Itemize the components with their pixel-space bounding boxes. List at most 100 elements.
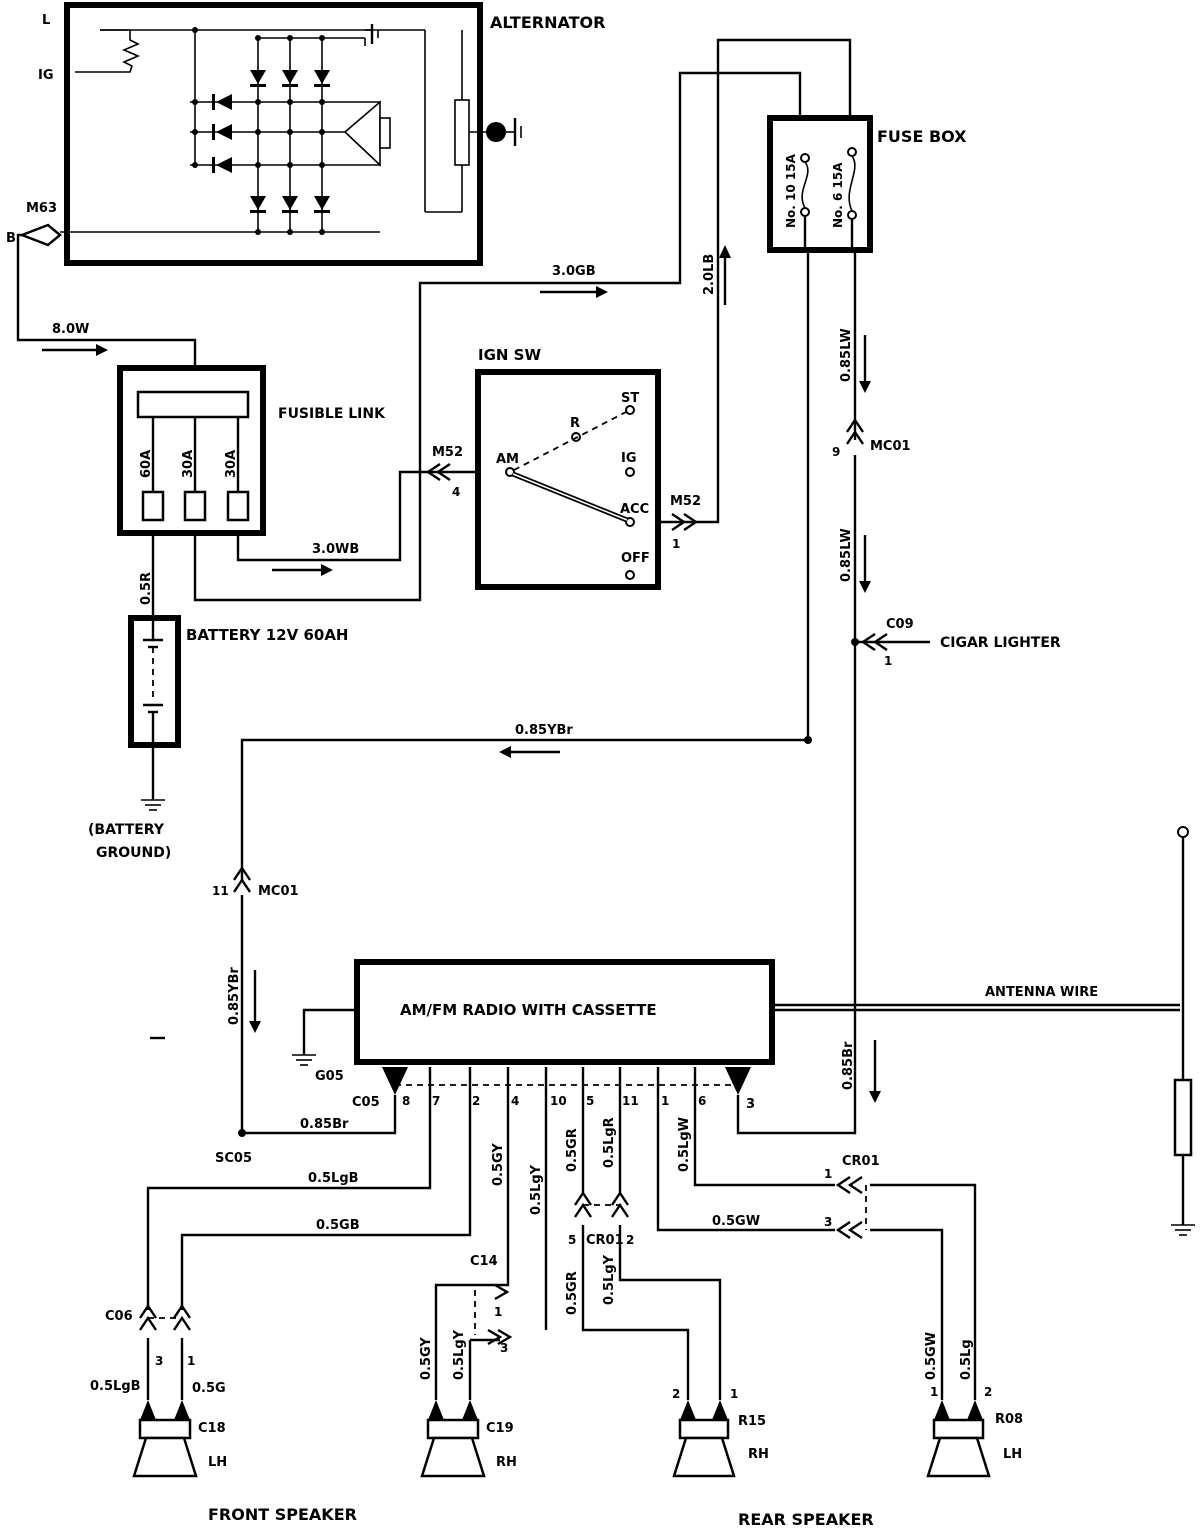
wire-0-5gy-a-label: 0.5GY — [491, 1143, 506, 1186]
wire-3-0wb-label: 3.0WB — [312, 542, 359, 557]
wire-0-5lgw-label: 0.5LgW — [677, 1117, 692, 1172]
r15-label: R15 — [738, 1414, 766, 1429]
link-30a-label-1: 30A — [181, 450, 196, 478]
wire-0-85ybr-h-label: 0.85YBr — [515, 723, 573, 738]
ign-sw-st-label: ST — [621, 391, 639, 406]
m52-b-label: M52 — [670, 494, 701, 509]
radio: AM/FM RADIO WITH CASSETTE G05 C05 SC05 — [215, 959, 775, 1166]
r15-pin-1: 1 — [730, 1387, 738, 1401]
wire-0-5gb-h-label: 0.5GB — [316, 1218, 360, 1233]
battery-ground-label-1: (BATTERY — [88, 822, 165, 838]
radio-ground-g05-icon — [292, 1054, 316, 1066]
fusible-link-title: FUSIBLE LINK — [278, 406, 386, 422]
speaker-r15 — [672, 1400, 736, 1478]
ign-sw-am-label: AM — [496, 452, 519, 467]
wire-0-85br-v-label: 0.85Br — [841, 1041, 856, 1090]
wire-0-5lgy-a-label: 0.5LgY — [529, 1164, 544, 1215]
m52-b-pin: 1 — [672, 537, 680, 551]
wire-0-5lgy-b-label: 0.5LgY — [452, 1329, 467, 1380]
cr01-b-pin-2: 2 — [626, 1233, 634, 1247]
mc01-connector-icons — [233, 417, 888, 893]
wire-0-5lgb-v-label: 0.5LgB — [90, 1379, 141, 1394]
wire-0-5g-v-label: 0.5G — [192, 1381, 226, 1396]
wire-8-0w-label: 8.0W — [52, 322, 89, 337]
alternator: ALTERNATOR L IG M63 B — [6, 2, 605, 266]
battery-box — [128, 615, 181, 748]
radio-connector-c05-icon — [382, 1067, 751, 1095]
m52-a-pin: 4 — [452, 485, 460, 499]
r08-pin-2: 2 — [984, 1385, 992, 1399]
battery-ground-label-2: GROUND) — [96, 845, 171, 861]
speaker-r08 — [926, 1400, 991, 1478]
wire-0-5lgy-c-label: 0.5LgY — [602, 1254, 617, 1305]
connector-m63-icon — [18, 223, 62, 247]
fuse-box-title: FUSE BOX — [877, 127, 967, 146]
radio-pin-1: 1 — [661, 1094, 669, 1108]
direction-arrows — [42, 245, 881, 1103]
alternator-box — [64, 2, 483, 266]
connector-m63-label: M63 — [26, 201, 57, 216]
g05-label: G05 — [315, 1069, 344, 1084]
alternator-junctions — [192, 27, 325, 235]
cr01-a-label: CR01 — [842, 1154, 880, 1169]
sc05-label: SC05 — [215, 1151, 252, 1166]
battery-ground-icon — [141, 799, 165, 811]
antenna-wire-label: ANTENNA WIRE — [985, 985, 1098, 1000]
c06-pin-1: 1 — [187, 1354, 195, 1368]
m52-a-label: M52 — [432, 445, 463, 460]
front-speaker-title: FRONT SPEAKER — [208, 1505, 357, 1524]
c05-label: C05 — [352, 1095, 380, 1110]
c14-label: C14 — [470, 1254, 498, 1269]
m52-connector-icons — [425, 463, 699, 531]
r08-pin-1: 1 — [930, 1385, 938, 1399]
r15-side-label: RH — [748, 1447, 769, 1462]
r15-pin-2: 2 — [672, 1387, 680, 1401]
wire-0-5lgr-label: 0.5LgR — [602, 1117, 617, 1168]
wire-0-5gr-b-label: 0.5GR — [565, 1271, 580, 1315]
cr01-a-pin-3: 3 — [824, 1215, 832, 1229]
wire-0-5gw-v-label: 0.5GW — [924, 1332, 939, 1380]
radio-pin-2: 2 — [472, 1094, 480, 1108]
mc01-b-label: MC01 — [258, 884, 299, 899]
fuse-no10-label: No. 10 15A — [784, 153, 798, 228]
radio-pin-5: 5 — [586, 1094, 594, 1108]
c09-label: C09 — [886, 617, 914, 632]
alternator-title: ALTERNATOR — [490, 13, 605, 32]
terminal-ig-label: IG — [38, 68, 54, 83]
ign-sw-acc-label: ACC — [620, 502, 649, 517]
wire-3-0gb-label: 3.0GB — [552, 264, 596, 279]
mc01-a-pin: 9 — [832, 445, 840, 459]
radio-title: AM/FM RADIO WITH CASSETTE — [400, 1001, 657, 1019]
lower-connector-dashes — [148, 1185, 867, 1335]
ign-sw-ig-label: IG — [621, 451, 637, 466]
fuse-no6-label: No. 6 15A — [831, 162, 845, 228]
fusible-link: 60A 30A 30A FUSIBLE LINK — [117, 365, 386, 536]
wire-junctions — [238, 638, 859, 1137]
radio-pin-8: 8 — [402, 1094, 410, 1108]
c18-side-label: LH — [208, 1455, 227, 1470]
r08-side-label: LH — [1003, 1447, 1022, 1462]
rear-speaker-title: REAR SPEAKER — [738, 1510, 874, 1528]
radio-pin-3: 3 — [746, 1097, 755, 1112]
radio-pin-11: 11 — [622, 1094, 639, 1108]
wire-0-85lw-a-label: 0.85LW — [839, 328, 854, 382]
battery: BATTERY 12V 60AH (BATTERY GROUND) — [88, 615, 349, 861]
cr01-b-label: CR01 — [586, 1233, 624, 1248]
ign-sw-title: IGN SW — [478, 346, 541, 364]
cr01-a-pin-1: 1 — [824, 1167, 832, 1181]
wire-0-5lg-v-label: 0.5Lg — [959, 1339, 974, 1380]
wire-0-85lw-b-label: 0.85LW — [839, 528, 854, 582]
wire-0-5gw-h-label: 0.5GW — [712, 1214, 760, 1229]
link-60a-label: 60A — [139, 450, 154, 478]
cigar-lighter-label: CIGAR LIGHTER — [940, 635, 1061, 651]
radio-box — [354, 959, 775, 1065]
c06-pin-3: 3 — [155, 1354, 163, 1368]
speaker-c19 — [420, 1400, 486, 1478]
c09-pin: 1 — [884, 654, 892, 668]
lower-connector-icons — [139, 1176, 863, 1346]
terminal-l-label: L — [42, 13, 50, 28]
radio-pin-10: 10 — [550, 1094, 567, 1108]
wire-0-5lgb-h-label: 0.5LgB — [308, 1171, 359, 1186]
